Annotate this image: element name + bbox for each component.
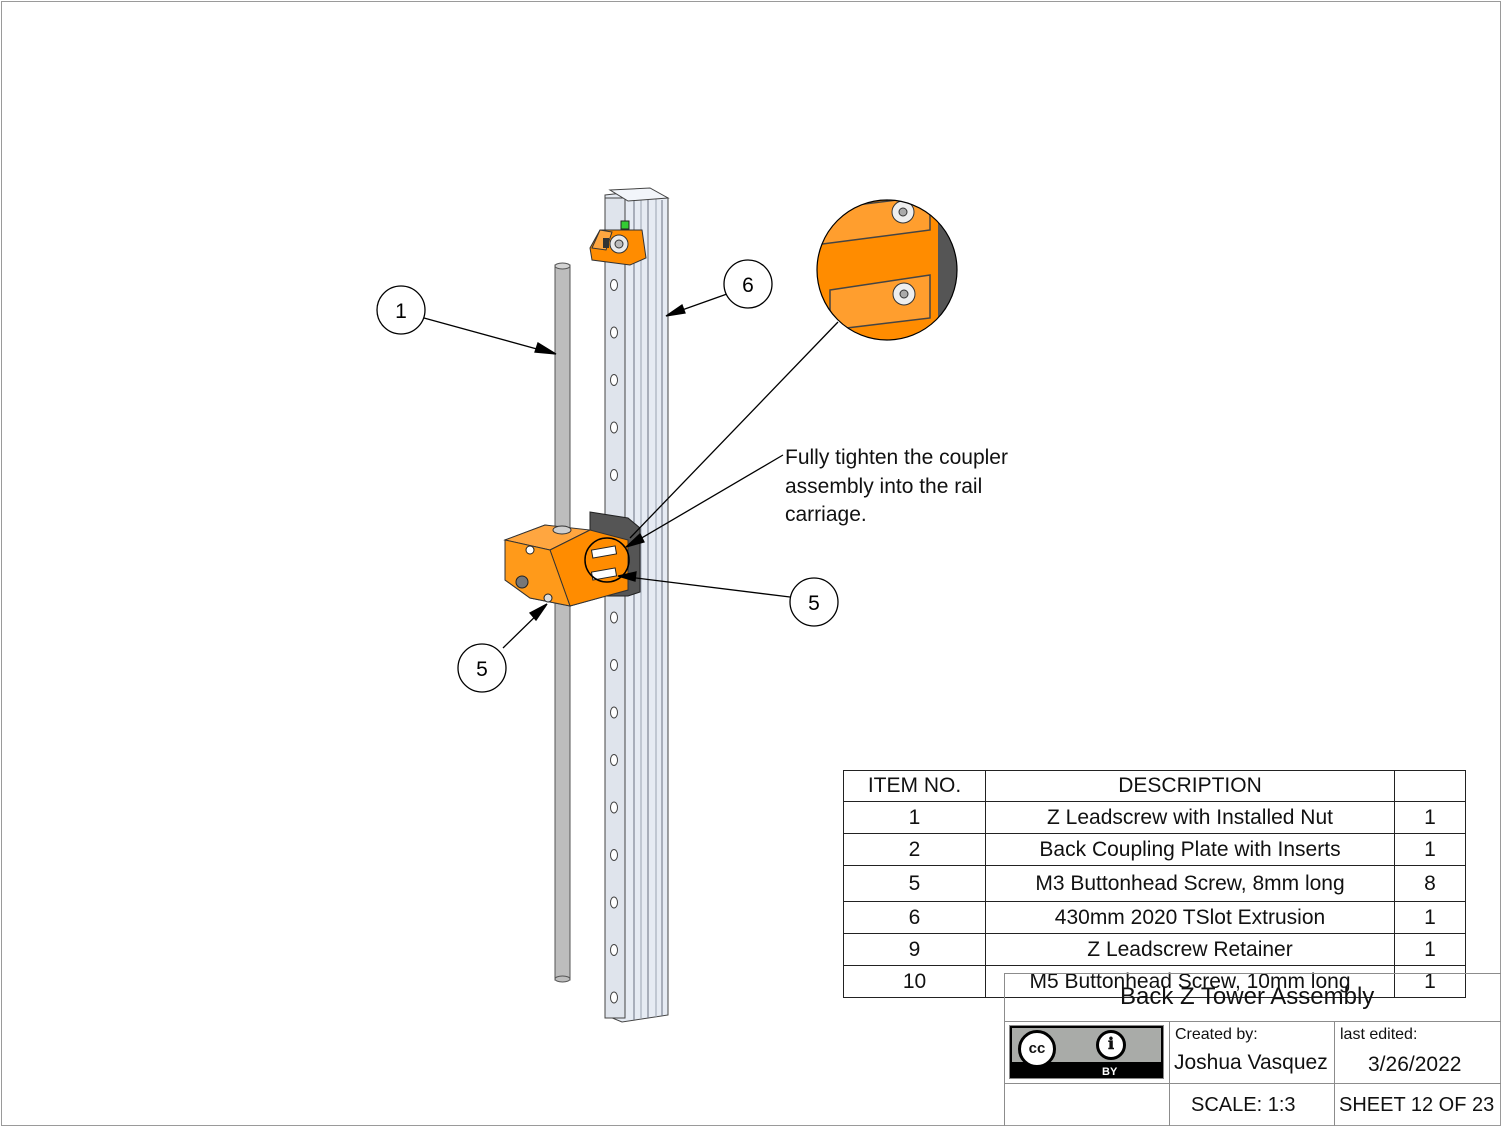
mount-hole: [610, 374, 618, 386]
assembly-note: Fully tighten the coupler assembly into …: [785, 444, 1055, 530]
bom-description: Z Leadscrew Retainer: [985, 933, 1395, 966]
mount-hole: [610, 659, 618, 671]
balloon-1-label: 1: [395, 300, 407, 323]
bom-qty: 1: [1394, 933, 1466, 966]
bom-item-no: 5: [843, 865, 986, 902]
author-name: Joshua Vasquez: [1174, 1051, 1328, 1074]
last-edited-date: 3/26/2022: [1368, 1053, 1462, 1076]
balloon-5-left: 5: [457, 643, 507, 693]
note-line-3: carriage.: [785, 503, 867, 526]
leader-lines: [423, 293, 839, 649]
mount-hole: [610, 896, 618, 909]
mount-hole: [610, 944, 618, 956]
bom-row: 10 M5 Buttonhead Screw, 10mm long 1: [843, 965, 1466, 998]
bom-description: M3 Buttonhead Screw, 8mm long: [985, 865, 1395, 902]
mount-hole: [610, 421, 618, 434]
bom-row: 2 Back Coupling Plate with Inserts 1: [843, 833, 1466, 866]
mount-hole: [610, 469, 618, 481]
bom-row: 1 Z Leadscrew with Installed Nut 1: [843, 801, 1466, 834]
attribution-person-icon: ℹ: [1096, 1030, 1126, 1060]
balloon-6-label: 6: [742, 274, 754, 297]
bom-qty: 8: [1394, 865, 1466, 902]
mount-hole: [610, 611, 618, 624]
last-edited-label: last edited:: [1340, 1026, 1418, 1043]
bom-header-row: ITEM NO. DESCRIPTION: [843, 770, 1466, 802]
leadscrew-retainer: [589, 220, 647, 266]
mount-hole: [610, 801, 618, 814]
bom-description: Z Leadscrew with Installed Nut: [985, 801, 1395, 834]
sheet-number: SHEET 12 OF 23: [1339, 1094, 1495, 1116]
balloon-5-left-label: 5: [476, 658, 488, 681]
cc-by-license-badge: cc ℹ BY: [1009, 1025, 1164, 1079]
coupler-assembly: [503, 511, 641, 607]
bom-description: 430mm 2020 TSlot Extrusion: [985, 901, 1395, 934]
tslot-extrusion: [604, 187, 670, 1023]
by-label: BY: [1102, 1066, 1118, 1078]
note-line-2: assembly into the rail: [785, 474, 983, 498]
mount-hole: [610, 849, 618, 861]
bom-item-no: 2: [843, 833, 986, 866]
balloon-6: 6: [723, 259, 773, 309]
bom-qty: 1: [1394, 901, 1466, 934]
bom-item-no: 6: [843, 901, 986, 934]
detail-view: [817, 200, 957, 340]
bom-row: 5 M3 Buttonhead Screw, 8mm long 8: [843, 865, 1466, 902]
bom-item-no: 9: [843, 933, 986, 966]
title-block: Back Z Tower Assembly cc ℹ BY Created by…: [1004, 973, 1501, 1126]
note-line-1: Fully tighten the coupler: [785, 446, 1008, 469]
balloon-1: 1: [376, 285, 426, 335]
drawing-title: Back Z Tower Assembly: [1120, 983, 1375, 1010]
bom-qty: 1: [1394, 833, 1466, 866]
bom-header-item-no: ITEM NO.: [843, 770, 986, 802]
mount-hole: [610, 706, 618, 719]
bom-qty: 1: [1394, 965, 1466, 998]
created-by-label: Created by:: [1175, 1026, 1258, 1043]
cc-icon: cc: [1018, 1030, 1056, 1068]
mount-hole: [610, 991, 618, 1004]
mount-hole: [610, 326, 618, 339]
bom-qty: 1: [1394, 801, 1466, 834]
balloon-5-right-label: 5: [808, 592, 820, 615]
bom-description: M5 Buttonhead Screw, 10mm long: [985, 965, 1395, 998]
mount-hole: [610, 754, 618, 766]
bom-header-qty: [1394, 770, 1466, 802]
bom-item-no: 1: [843, 801, 986, 834]
bom-row: 9 Z Leadscrew Retainer 1: [843, 933, 1466, 966]
bom-item-no: 10: [843, 965, 986, 998]
leadscrew-rod: [554, 262, 571, 983]
bom-header-description: DESCRIPTION: [985, 770, 1395, 802]
mount-hole: [610, 279, 618, 291]
balloon-5-right: 5: [789, 577, 839, 627]
bom-description: Back Coupling Plate with Inserts: [985, 833, 1395, 866]
bill-of-materials: ITEM NO. DESCRIPTION 1 Z Leadscrew with …: [843, 770, 1466, 998]
bom-row: 6 430mm 2020 TSlot Extrusion 1: [843, 901, 1466, 934]
scale-label: SCALE: 1:3: [1191, 1094, 1296, 1116]
